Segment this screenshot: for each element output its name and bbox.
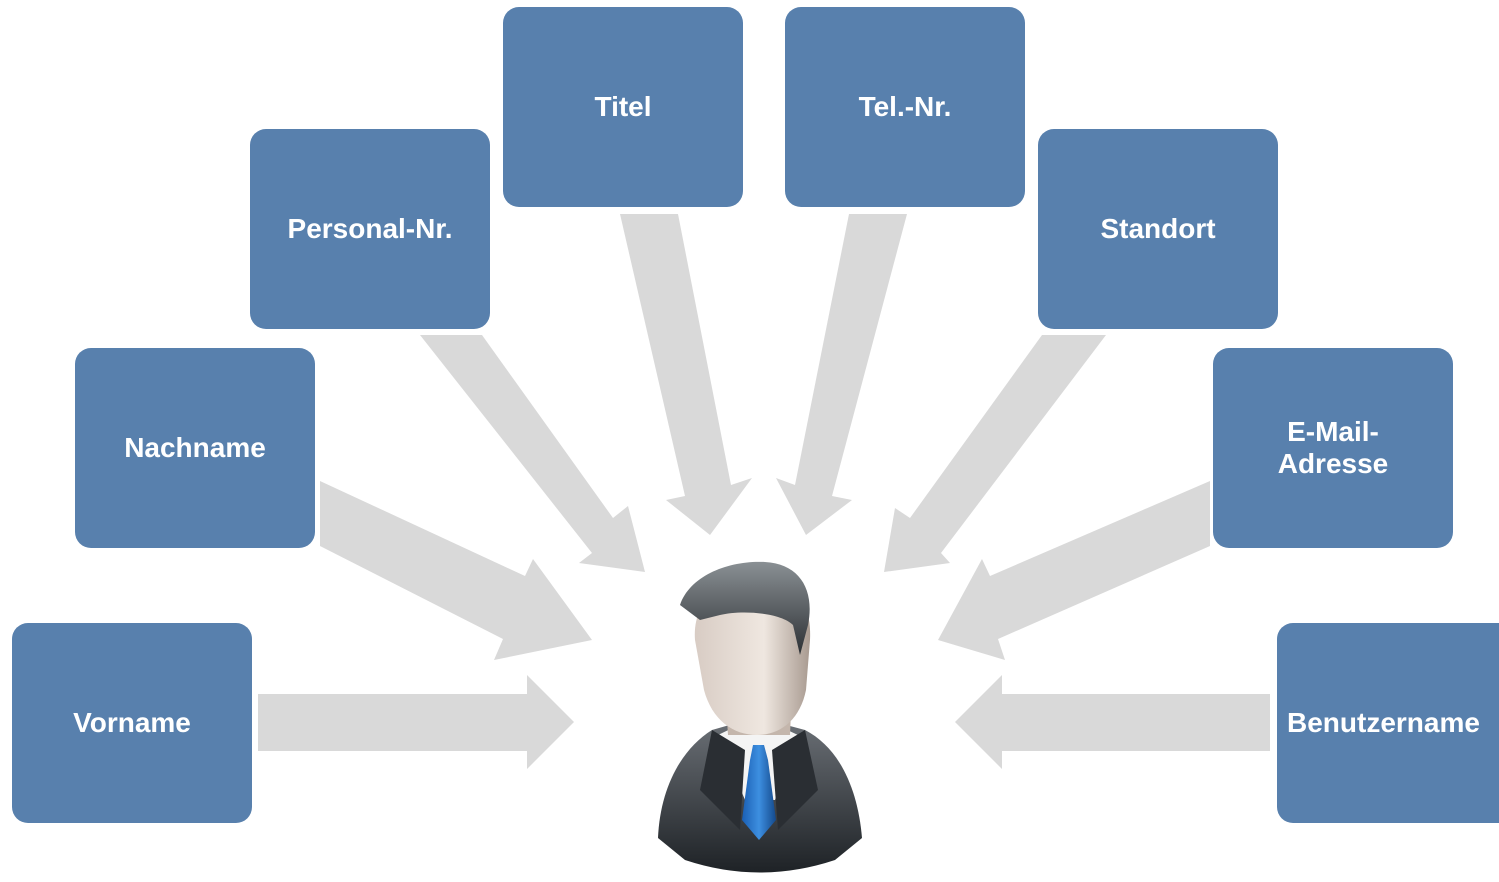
- field-box-benutzername: Benutzername: [1277, 623, 1499, 823]
- arrow-standort: [884, 335, 1106, 572]
- hair-shape: [680, 561, 810, 655]
- arrow-tel-nr: [776, 214, 907, 535]
- user-avatar-icon: [658, 561, 862, 873]
- field-box-standort: Standort: [1038, 129, 1278, 329]
- field-label-vorname: Vorname: [73, 707, 191, 738]
- arrow-vorname: [258, 675, 574, 769]
- field-label-titel: Titel: [594, 91, 652, 122]
- field-box-tel-nr: Tel.-Nr.: [785, 7, 1025, 207]
- arrow-titel: [620, 214, 752, 535]
- lapel-left: [700, 730, 745, 830]
- field-box-vorname: Vorname: [12, 623, 252, 823]
- arrow-nachname: [320, 481, 592, 660]
- field-box-nachname: Nachname: [75, 348, 315, 548]
- field-label-standort: Standort: [1100, 213, 1216, 244]
- field-label-tel-nr: Tel.-Nr.: [858, 91, 952, 122]
- arrow-personal-nr: [420, 335, 645, 572]
- field-label-personal-nr: Personal-Nr.: [287, 213, 453, 244]
- arrow-email: [938, 481, 1210, 660]
- tie-shape: [742, 745, 776, 840]
- lapel-right: [772, 730, 818, 830]
- field-box-email: E-Mail- Adresse: [1213, 348, 1453, 548]
- field-box-titel: Titel: [503, 7, 743, 207]
- field-label-benutzername: Benutzername: [1287, 707, 1480, 738]
- field-box-personal-nr: Personal-Nr.: [250, 129, 490, 329]
- field-label-email: E-Mail- Adresse: [1277, 416, 1389, 479]
- arrow-benutzername: [955, 675, 1270, 769]
- field-label-nachname: Nachname: [124, 432, 266, 463]
